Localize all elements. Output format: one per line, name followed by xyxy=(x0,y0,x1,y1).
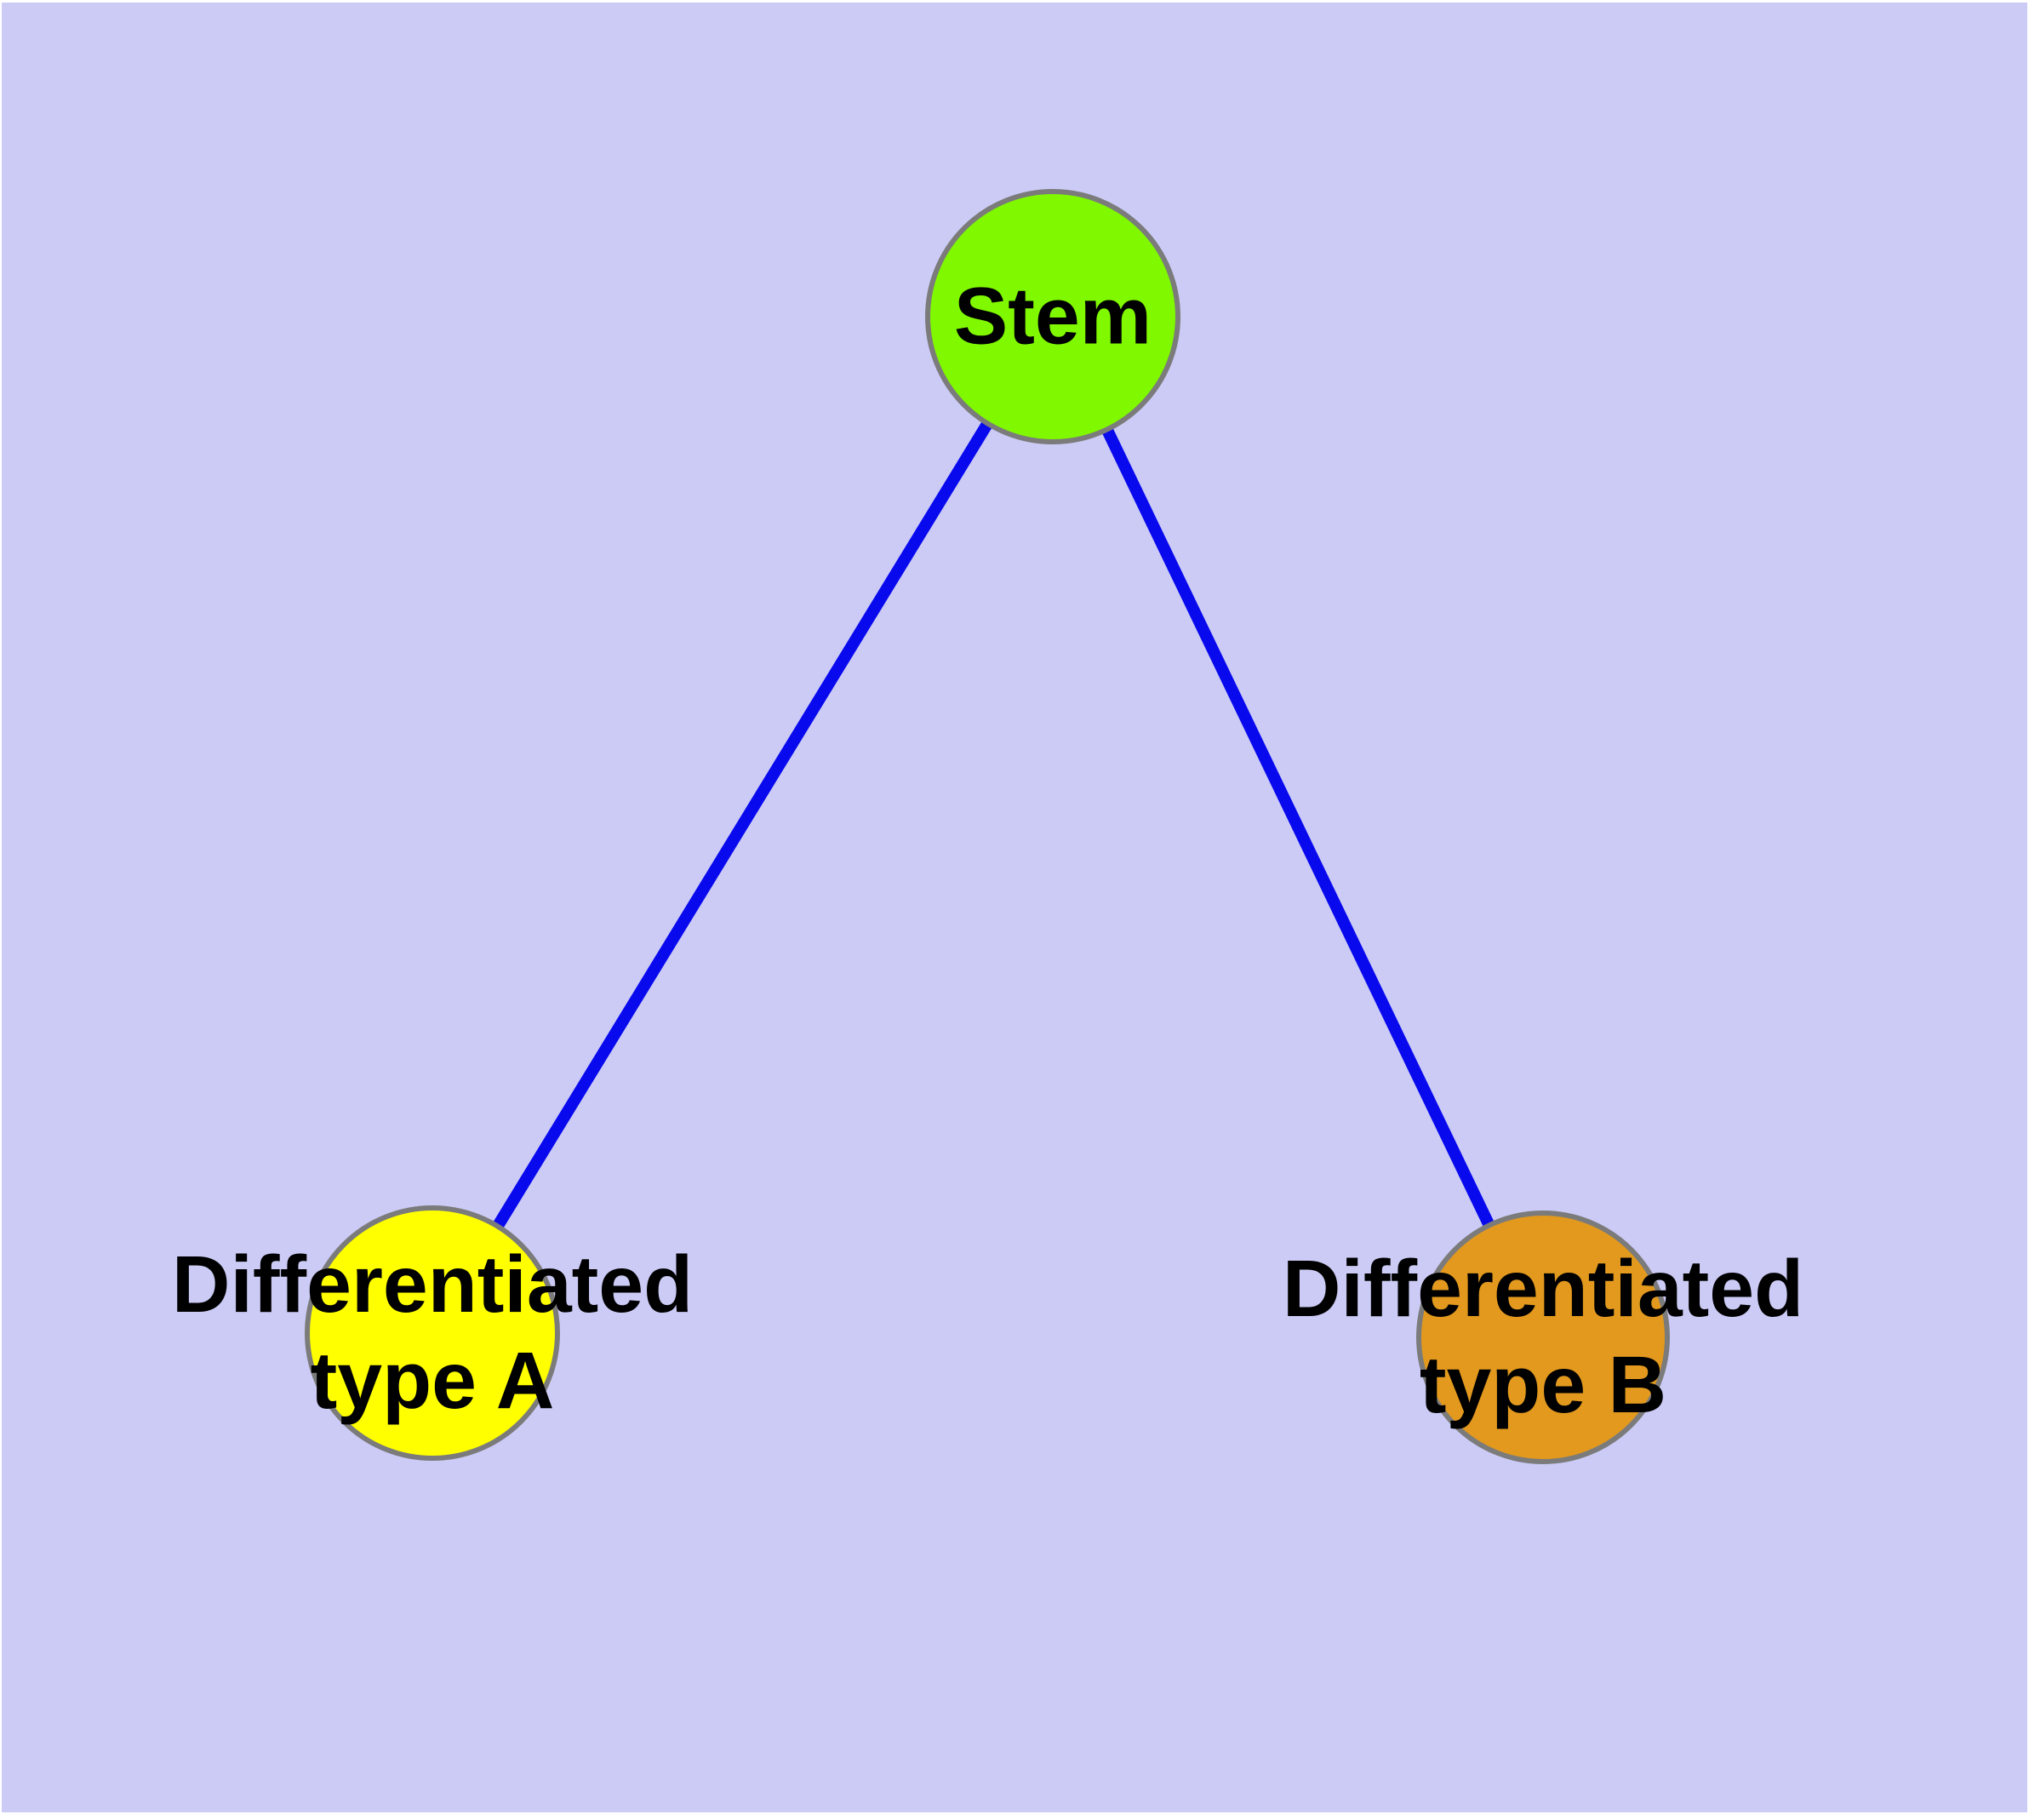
edge-stem-to-diff-b[interactable] xyxy=(1047,313,1549,1341)
node-label-line: Differentiated xyxy=(171,1239,694,1330)
window-edge-right xyxy=(2027,0,2029,1820)
node-label-line: Stem xyxy=(953,271,1152,362)
window-edge-left xyxy=(0,0,2,1820)
node-differentiated-type-a-label: Differentiated type A xyxy=(172,1237,693,1429)
window-edge-top xyxy=(0,0,2029,3)
node-stem-label: Stem xyxy=(954,269,1152,365)
window-edge-bottom xyxy=(0,1812,2029,1820)
node-label-line: Differentiated xyxy=(1282,1244,1804,1334)
node-differentiated-type-b-label: Differentiated type B xyxy=(1283,1241,1803,1434)
node-stem-circle[interactable] xyxy=(925,189,1180,444)
edge-stem-to-diff-a[interactable] xyxy=(427,313,1058,1336)
node-label-line: type B xyxy=(1419,1340,1667,1430)
node-label-line: type A xyxy=(310,1336,555,1426)
node-differentiated-type-b-circle[interactable] xyxy=(1416,1210,1670,1464)
node-differentiated-type-a-circle[interactable] xyxy=(305,1205,560,1461)
